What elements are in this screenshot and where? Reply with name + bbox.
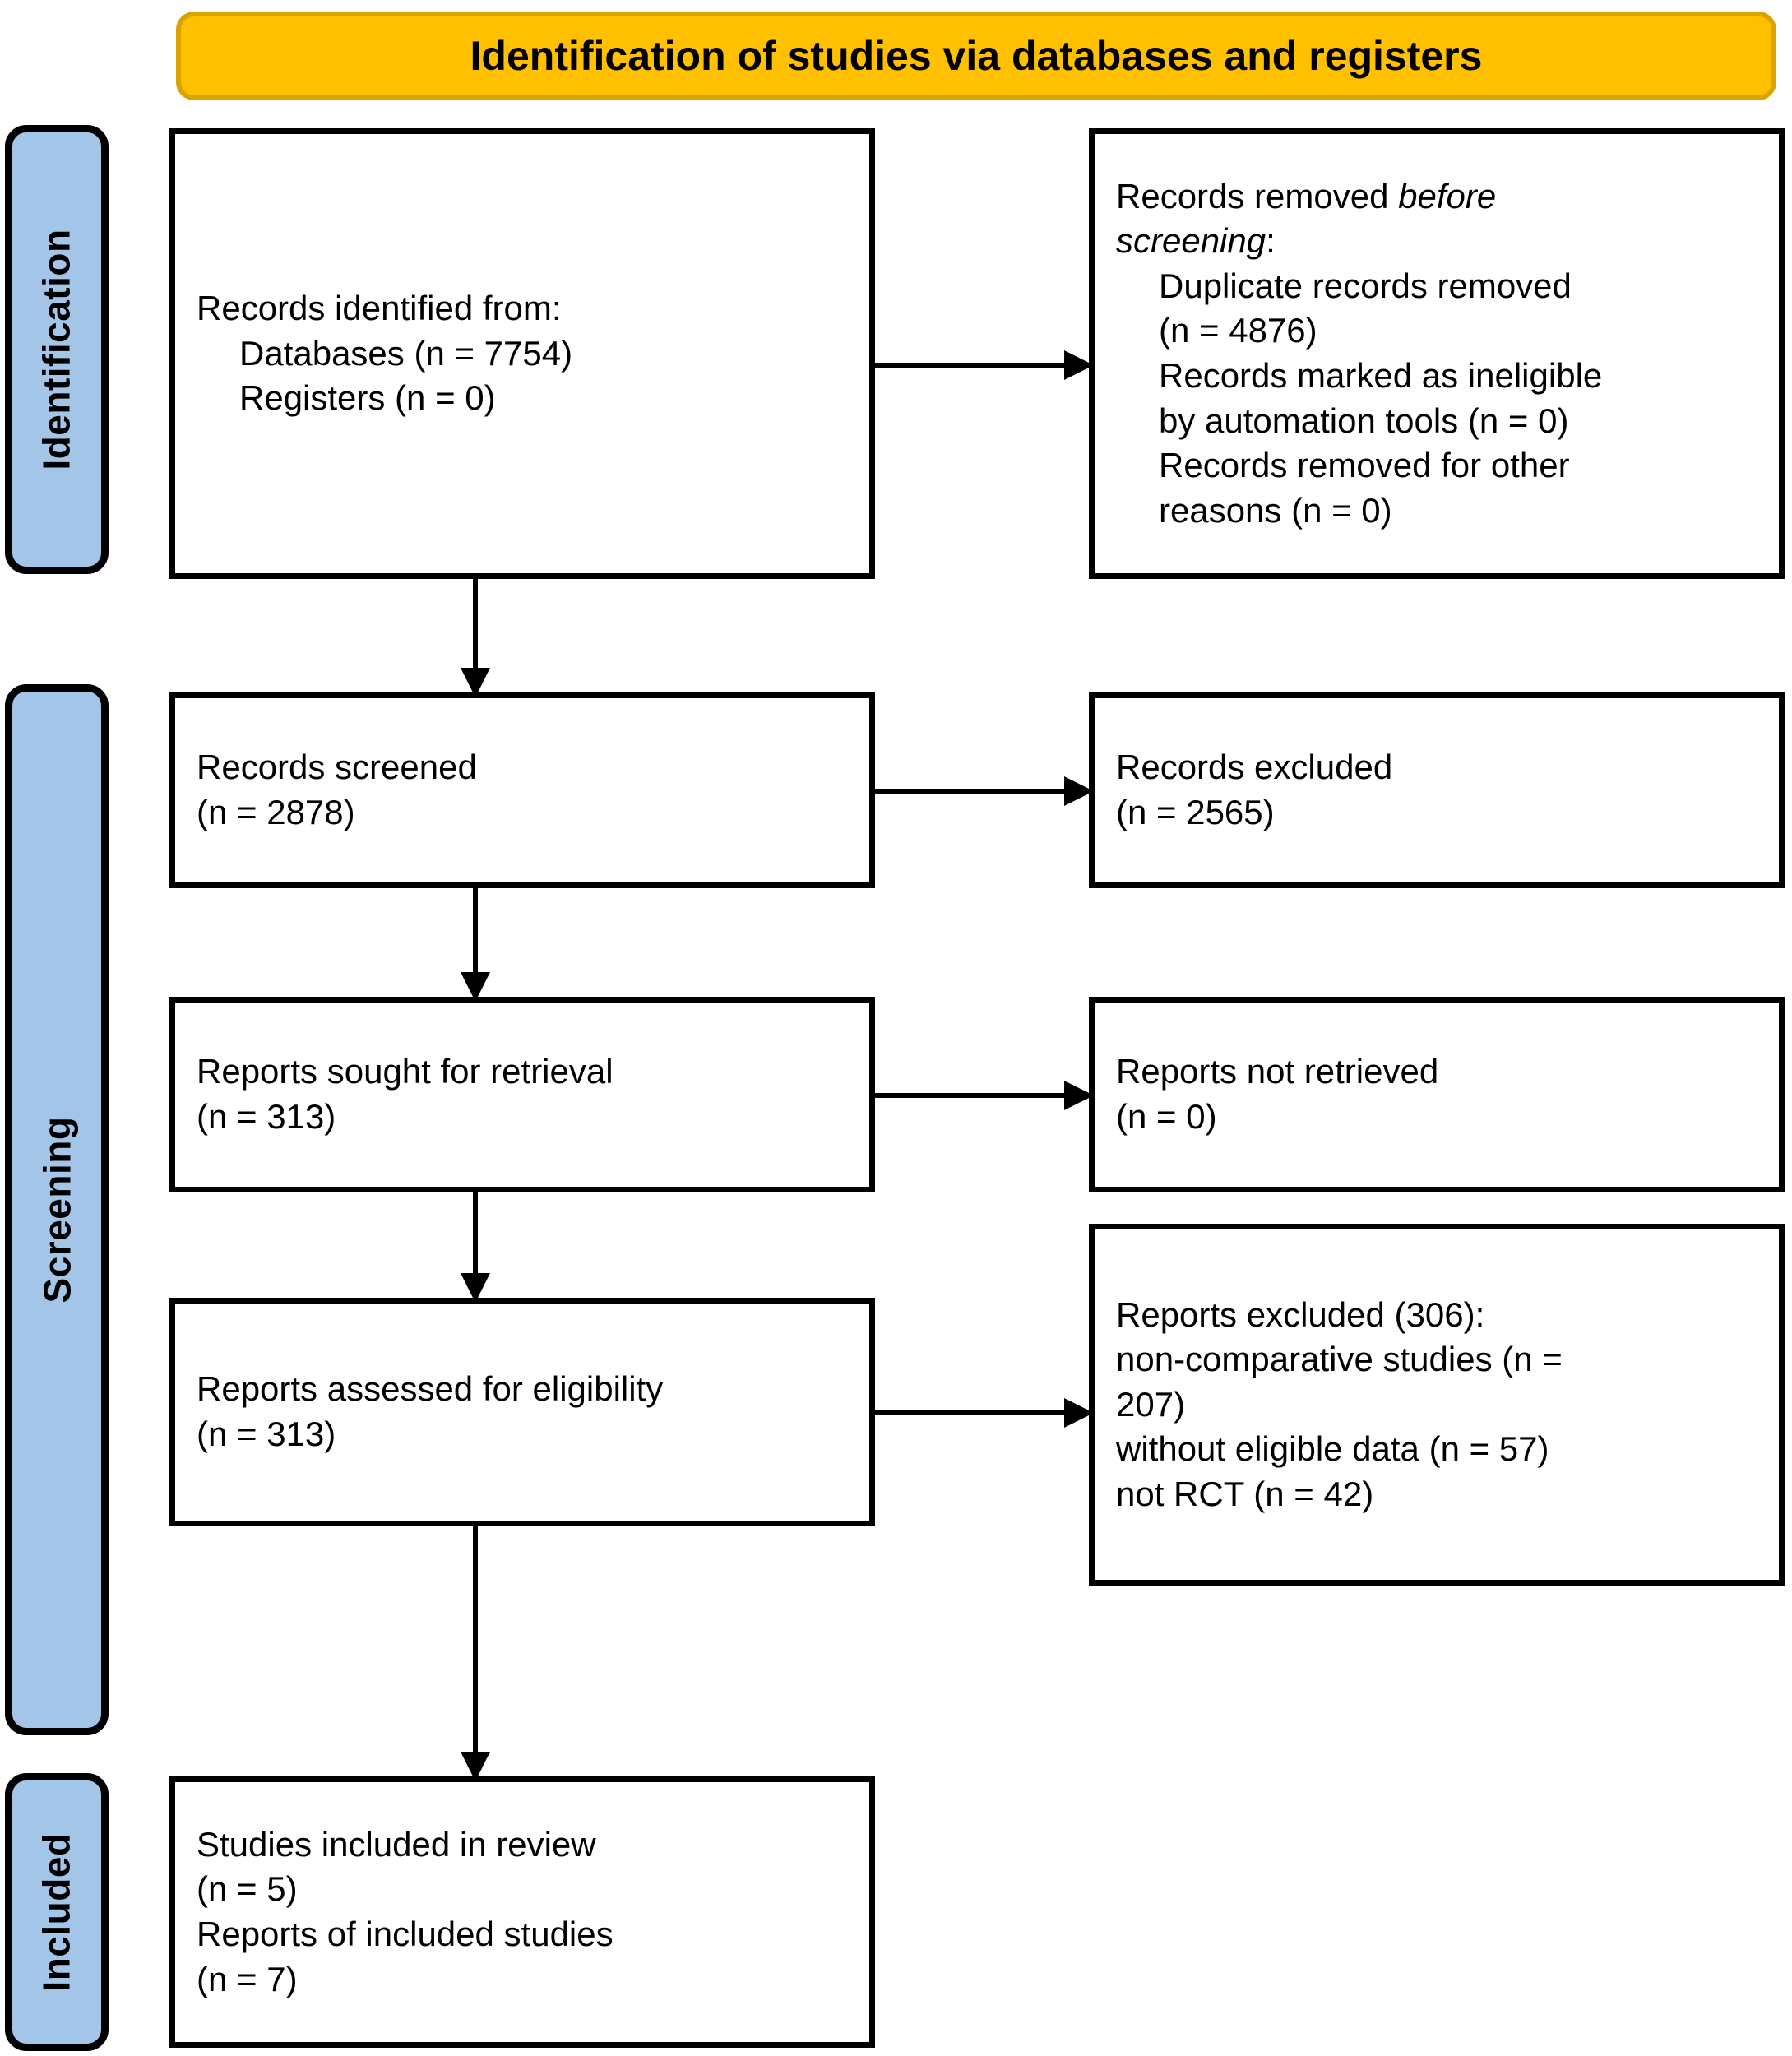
arrow-identified-to-removed <box>870 349 1094 382</box>
box-studies-included-in-review: Studies included in review (n = 5) Repor… <box>169 1776 875 2048</box>
box-line: (n = 2565) <box>1116 793 1275 831</box>
box-line: Reports not retrieved <box>1116 1052 1439 1091</box>
stage-band-included: Included <box>5 1773 109 2051</box>
box-line: Records excluded <box>1116 748 1393 787</box>
box-line: Records removed for other <box>1159 446 1570 485</box>
emphasis-screening: screening <box>1116 221 1266 261</box>
arrow-sought-to-not-retrieved <box>870 1079 1094 1112</box>
box-line: screening: <box>1116 221 1276 261</box>
box-line: Records removed before <box>1116 176 1497 215</box>
arrow-sought-to-assessed <box>461 1189 490 1303</box>
page-title: Identification of studies via databases … <box>470 32 1483 79</box>
box-line: Studies included in review <box>197 1824 596 1864</box>
stage-label-identification: Identification <box>35 229 79 470</box>
arrow-assessed-to-included <box>461 1523 490 1781</box>
box-line: Records marked as ineligible <box>1159 356 1603 395</box>
arrow-screened-to-excluded <box>870 775 1094 808</box>
box-reports-not-retrieved: Reports not retrieved (n = 0) <box>1089 997 1785 1192</box>
box-line: Registers (n = 0) <box>239 378 496 418</box>
box-line: Duplicate records removed <box>1159 266 1572 305</box>
box-reports-assessed-for-eligibility: Reports assessed for eligibility (n = 31… <box>169 1298 875 1526</box>
stage-label-included: Included <box>35 1832 78 1992</box>
box-line: Records identified from: <box>197 289 562 328</box>
box-line: without eligible data (n = 57) <box>1116 1429 1549 1469</box>
stage-label-screening: Screening <box>35 1116 79 1304</box>
box-records-excluded: Records excluded (n = 2565) <box>1089 692 1785 888</box>
box-line: Reports of included studies <box>197 1915 614 1953</box>
box-line: not RCT (n = 42) <box>1116 1474 1374 1513</box>
box-line: (n = 313) <box>197 1097 336 1136</box>
box-records-identified: Records identified from: Databases (n = … <box>169 128 875 579</box>
emphasis-before: before <box>1398 176 1497 215</box>
box-line: (n = 313) <box>197 1415 336 1453</box>
box-line: by automation tools (n = 0) <box>1159 401 1569 440</box>
arrow-identified-to-screened <box>461 576 490 697</box>
box-line: (n = 7) <box>197 1959 298 1998</box>
box-records-removed-before-screening: Records removed before screening: Duplic… <box>1089 128 1785 579</box>
box-line: Records screened <box>197 748 477 787</box>
box-line: 207) <box>1116 1384 1186 1424</box>
box-records-screened: Records screened (n = 2878) <box>169 692 875 888</box>
arrow-assessed-to-reports-excluded <box>870 1396 1094 1429</box>
box-line: Databases (n = 7754) <box>239 333 573 373</box>
box-line: reasons (n = 0) <box>1159 490 1392 530</box>
box-line: Reports assessed for eligibility <box>197 1369 664 1409</box>
box-line: (n = 4876) <box>1159 311 1317 350</box>
box-line: Reports excluded (306): <box>1116 1294 1485 1334</box>
stage-band-screening: Screening <box>5 684 109 1735</box>
arrow-screened-to-sought <box>461 885 490 1002</box>
box-line: Reports sought for retrieval <box>197 1052 614 1091</box>
box-reports-sought-for-retrieval: Reports sought for retrieval (n = 313) <box>169 997 875 1192</box>
box-line: non-comparative studies (n = <box>1116 1340 1563 1379</box>
box-line: (n = 2878) <box>197 793 355 831</box>
box-reports-excluded: Reports excluded (306): non-comparative … <box>1089 1224 1785 1586</box>
stage-band-identification: Identification <box>5 125 109 574</box>
diagram-header-banner: Identification of studies via databases … <box>176 12 1776 100</box>
box-line: (n = 5) <box>197 1869 298 1909</box>
box-line: (n = 0) <box>1116 1097 1217 1136</box>
